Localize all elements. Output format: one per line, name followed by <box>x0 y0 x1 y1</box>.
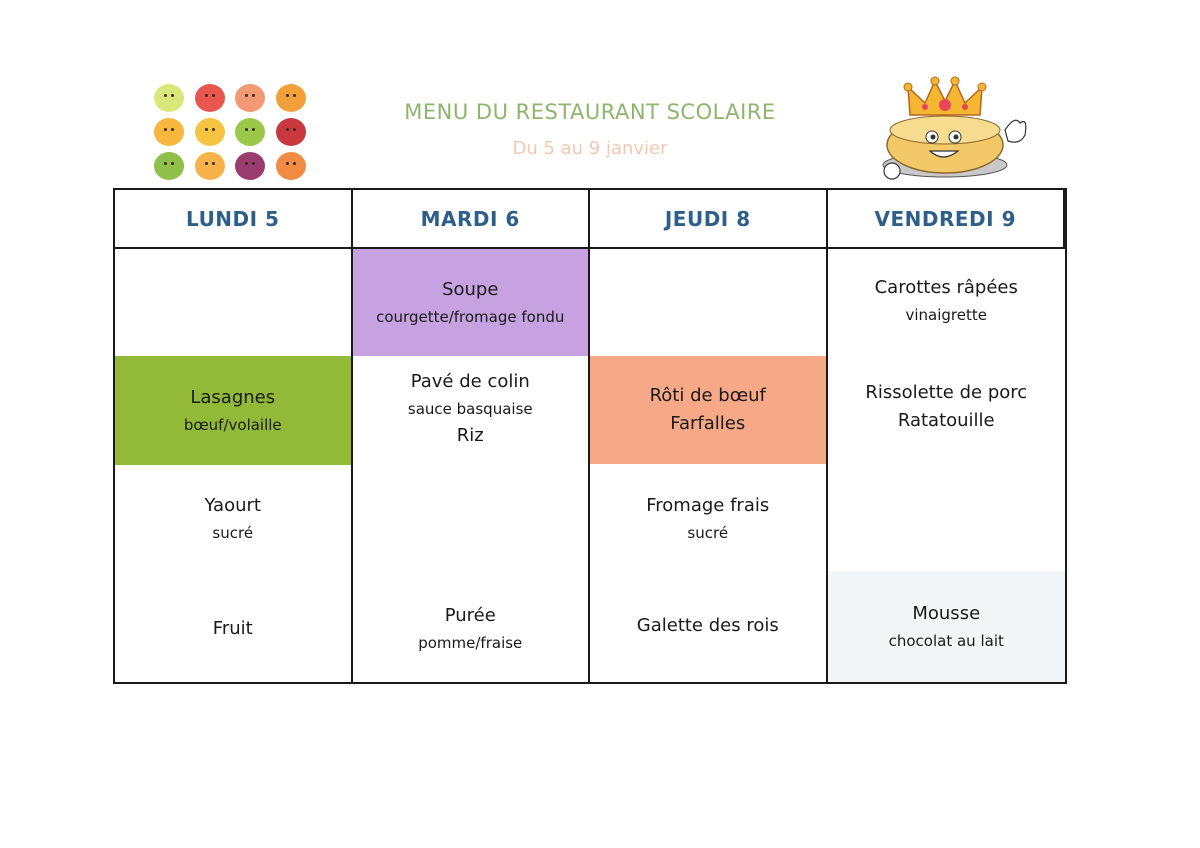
dish-starter: Soupe courgette/fromage fondu <box>352 249 588 356</box>
dish-main: Rissolette de porc Ratatouille <box>828 377 1066 437</box>
galette-king-icon <box>882 76 1027 180</box>
dish-name: Carottes râpées <box>874 277 1018 298</box>
day-column-vendredi: Carottes râpées vinaigrette Rissolette d… <box>827 249 1066 682</box>
dish-name: Rissolette de porc <box>865 382 1028 403</box>
pear-icon <box>194 118 225 146</box>
tangerine-icon <box>275 152 306 180</box>
dish-detail: vinaigrette <box>905 306 988 324</box>
day-header-lundi: LUNDI 5 <box>115 190 353 249</box>
dish-side: Riz <box>456 425 484 446</box>
day-header-vendredi: VENDREDI 9 <box>827 190 1065 249</box>
menu-table: LUNDI 5 MARDI 6 JEUDI 8 VENDREDI 9 Lasag… <box>113 188 1067 684</box>
page-title: MENU DU RESTAURANT SCOLAIRE <box>404 100 776 124</box>
watermelon-icon <box>194 84 225 112</box>
day-column-lundi: Lasagnes bœuf/volaille Yaourt sucré Frui… <box>115 249 353 682</box>
day-header-mardi: MARDI 6 <box>352 190 590 249</box>
dish-detail: sucré <box>212 524 254 542</box>
dish-dessert: Purée pomme/fraise <box>353 599 589 659</box>
orange-icon <box>275 84 306 112</box>
fruits-illustration <box>150 82 310 182</box>
dish-name: Fruit <box>212 618 253 639</box>
day-column-mardi: Soupe courgette/fromage fondu Pavé de co… <box>352 249 590 682</box>
green-apple-icon <box>235 118 266 146</box>
dish-detail: pomme/fraise <box>418 634 523 652</box>
dish-detail: courgette/fromage fondu <box>376 307 565 326</box>
dish-name: Rôti de bœuf <box>649 385 766 406</box>
dish-name: Galette des rois <box>636 615 779 636</box>
dish-main: Rôti de bœuf Farfalles <box>590 356 826 464</box>
dish-name: Yaourt <box>204 495 261 516</box>
blackberry-icon <box>235 152 266 180</box>
dish-detail: bœuf/volaille <box>183 415 282 434</box>
dish-name: Fromage frais <box>646 495 770 516</box>
dish-dessert: Fruit <box>115 614 351 644</box>
dish-detail: chocolat au lait <box>888 631 1004 650</box>
dish-dairy: Fromage frais sucré <box>590 489 826 549</box>
dish-dessert: Galette des rois <box>590 611 826 641</box>
dish-name: Mousse <box>912 602 981 624</box>
dish-main: Lasagnes bœuf/volaille <box>115 356 351 465</box>
dish-name: Lasagnes <box>190 386 276 408</box>
dish-name: Purée <box>444 605 496 626</box>
dish-dessert: Mousse chocolat au lait <box>827 571 1065 682</box>
apple-icon <box>154 84 185 112</box>
dish-main: Pavé de colin sauce basquaise Riz <box>353 364 589 454</box>
day-column-jeudi: Rôti de bœuf Farfalles Fromage frais suc… <box>590 249 828 682</box>
dish-name: Soupe <box>442 278 499 300</box>
dish-starter: Carottes râpées vinaigrette <box>828 271 1066 331</box>
date-range: Du 5 au 9 janvier <box>512 138 668 159</box>
day-header-jeudi: JEUDI 8 <box>590 190 828 249</box>
grapefruit-icon <box>235 84 266 112</box>
lime-icon <box>154 152 185 180</box>
raspberry-icon <box>275 118 306 146</box>
dish-name: Pavé de colin <box>410 371 530 392</box>
dish-detail: sucré <box>687 524 729 542</box>
dish-side: Farfalles <box>670 413 746 434</box>
orange-slice-icon <box>194 152 225 180</box>
pineapple-icon <box>154 118 185 146</box>
dish-dairy: Yaourt sucré <box>115 489 351 549</box>
dish-side: Ratatouille <box>897 410 995 431</box>
dish-detail: sauce basquaise <box>407 400 533 418</box>
